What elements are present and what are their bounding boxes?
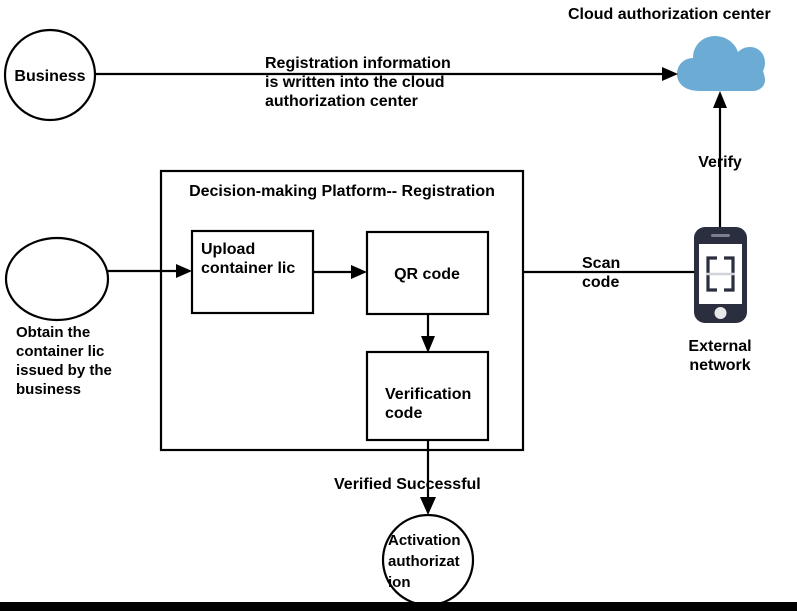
source-caption-line-2: container lic [16, 343, 104, 360]
verification-label-line-2: code [385, 405, 422, 422]
phone-home-button [714, 307, 727, 319]
activation-label-line-2: authorizat [388, 553, 460, 570]
edge-label-line-3: authorization center [265, 93, 418, 110]
edge-qrcode-to-verification [421, 314, 435, 353]
edge-label-line-2: is written into the cloud [265, 74, 445, 91]
phone-node[interactable] [694, 227, 747, 323]
qrcode-to-verification-arrowhead [421, 336, 435, 353]
activation-node[interactable]: Activation authorizat ion [381, 513, 475, 607]
verification-node[interactable]: Verification code [365, 350, 490, 442]
source-caption-line-4: business [16, 381, 81, 398]
edge-label-line-1: Registration information [265, 55, 451, 72]
cloud-node[interactable] [677, 36, 765, 91]
qrcode-label: QR code [394, 266, 460, 283]
upload-node[interactable]: Upload container lic [190, 229, 315, 315]
edge-business-to-cloud-label: Registration information is written into… [265, 55, 451, 110]
scan-code-label-line-1: Scan [582, 255, 620, 272]
phone-caption-line-1: External [688, 338, 751, 355]
verify-label: Verify [698, 154, 742, 171]
edge-source-to-upload [108, 264, 192, 278]
qrcode-node[interactable]: QR code [365, 230, 490, 316]
verification-box-shape [365, 350, 490, 442]
upload-label-line-1: Upload [201, 241, 255, 258]
qrcode-box-shape [365, 230, 490, 316]
platform-title-label: Decision-making Platform-- Registration [189, 183, 495, 200]
edge-business-to-cloud [95, 67, 678, 81]
source-to-upload-arrowhead [176, 264, 192, 278]
activation-label-line-1: Activation [388, 532, 461, 549]
upload-to-qrcode-arrowhead [351, 265, 367, 279]
scan-code-label-line-2: code [582, 274, 619, 291]
source-ellipse-shape [4, 236, 110, 322]
source-node[interactable] [4, 236, 110, 322]
phone-caption-line-2: network [689, 357, 750, 374]
source-caption-line-1: Obtain the [16, 324, 90, 341]
business-to-cloud-arrowhead [662, 67, 678, 81]
upload-label-line-2: container lic [201, 260, 295, 277]
cloud-title-label: Cloud authorization center [568, 6, 771, 23]
edge-upload-to-qrcode [313, 265, 367, 279]
source-caption-line-3: issued by the [16, 362, 112, 379]
verified-successful-arrowhead [420, 497, 436, 515]
business-node[interactable]: Business [3, 28, 97, 122]
verified-successful-label: Verified Successful [334, 476, 481, 493]
phone-speaker [711, 234, 730, 237]
verify-arrowhead [713, 91, 727, 108]
verification-label-line-1: Verification [385, 386, 471, 403]
cloud-icon [677, 36, 765, 91]
activation-label-line-3: ion [388, 574, 411, 591]
business-label: Business [14, 68, 85, 85]
footer-bar [0, 602, 797, 611]
source-caption: Obtain the container lic issued by the b… [16, 324, 112, 398]
edge-verification-to-activation: Verified Successful [334, 440, 481, 515]
edge-phone-to-cloud: Verify [698, 91, 742, 228]
phone-caption: External network [688, 338, 751, 374]
